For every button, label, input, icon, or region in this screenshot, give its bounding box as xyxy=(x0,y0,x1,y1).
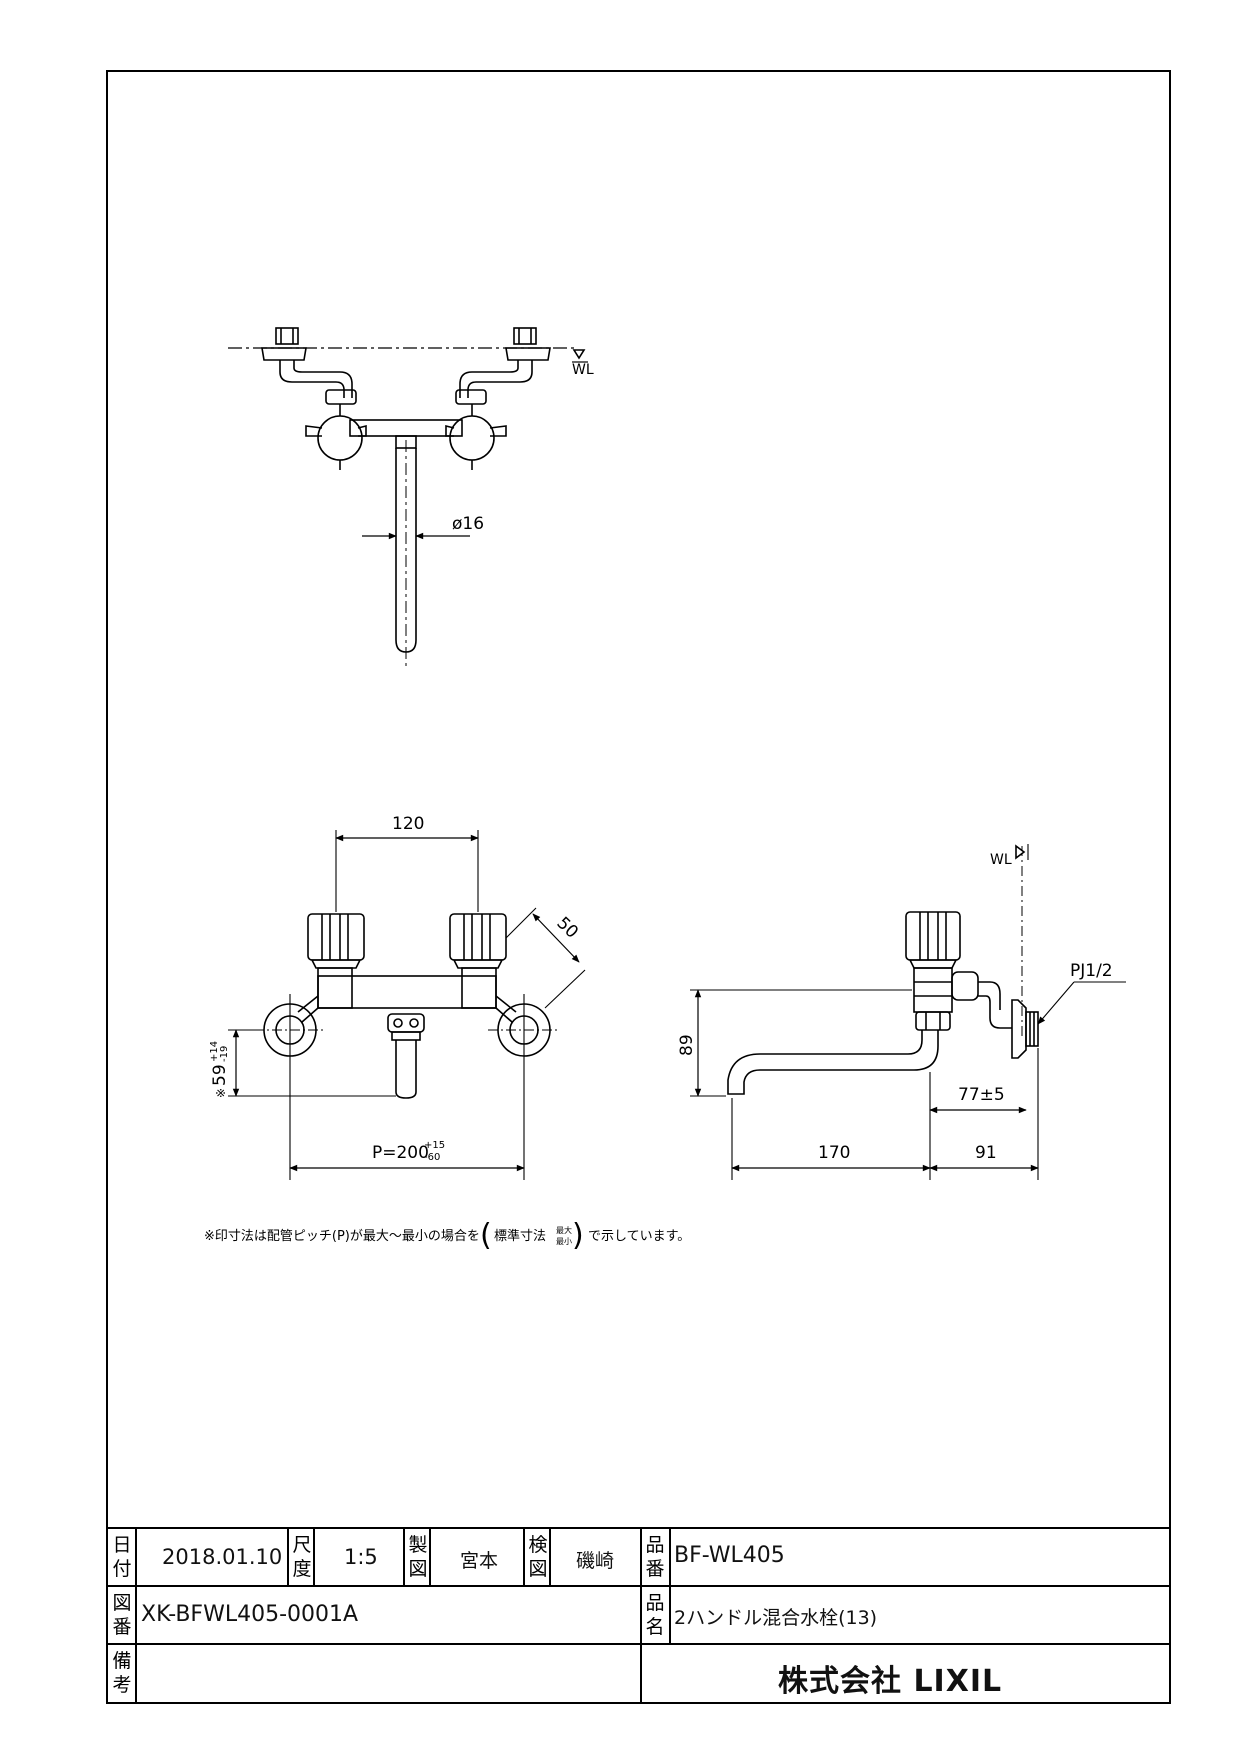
note-min: 最小 xyxy=(556,1237,572,1246)
part-no-value: BF-WL405 xyxy=(674,1543,785,1568)
note-part2: で示しています。 xyxy=(588,1229,690,1244)
wl-label-side: WL xyxy=(990,852,1012,868)
dim-59-tol-upper: +14 xyxy=(209,1041,220,1062)
dim-91: 91 xyxy=(975,1143,997,1163)
date-value: 2018.01.10 xyxy=(162,1545,283,1569)
dimension-note: ※印寸法は配管ピッチ(P)が最大～最小の場合を ( 標準寸法 最大 最小 ) で… xyxy=(204,1218,690,1253)
sheet-frame xyxy=(106,70,1171,1704)
wl-label-top: WL xyxy=(572,362,594,378)
company-logo: 株式会社 LIXIL xyxy=(778,1664,1003,1699)
scale-value: 1:5 xyxy=(344,1545,378,1569)
side-view xyxy=(690,844,1126,1180)
dim-89: 89 xyxy=(677,1034,697,1056)
front-view xyxy=(228,830,586,1180)
dia-label: ø16 xyxy=(452,514,484,534)
dim-59-mark: ※ xyxy=(214,1088,228,1098)
note-part1: ※印寸法は配管ピッチ(P)が最大～最小の場合を xyxy=(204,1229,480,1244)
dim-59-tol-lower: -19 xyxy=(219,1046,230,1062)
wl-mark-top xyxy=(572,349,586,360)
dim-77: 77±5 xyxy=(958,1085,1005,1105)
part-name-label: 品名 xyxy=(645,1592,665,1638)
note-max: 最大 xyxy=(556,1225,572,1235)
remarks-label: 備考 xyxy=(112,1650,132,1696)
dim-p-main: P=200 xyxy=(372,1143,429,1163)
drawn-by: 宮本 xyxy=(460,1550,499,1572)
part-no-label: 品番 xyxy=(645,1534,665,1580)
checked-label: 検図 xyxy=(528,1534,548,1580)
checked-by: 磯崎 xyxy=(576,1550,615,1572)
scale-label: 尺度 xyxy=(292,1534,312,1580)
pj-label: PJ1/2 xyxy=(1070,961,1113,981)
dim-59-value: 59 xyxy=(210,1064,230,1086)
note-inner: 標準寸法 xyxy=(494,1228,546,1244)
dim-p-tol-upper: +15 xyxy=(424,1140,445,1151)
dim-p: P=200 +15 -60 xyxy=(372,1140,445,1163)
drawn-label: 製図 xyxy=(408,1534,428,1580)
dim-59: ※ 59 +14 -19 xyxy=(209,1041,230,1098)
dim-120: 120 xyxy=(392,814,424,834)
part-name-value: 2ハンドル混合水栓(13) xyxy=(674,1607,878,1629)
drawing-no-value: XK-BFWL405-0001A xyxy=(141,1602,359,1627)
note-paren-open: ( xyxy=(480,1218,492,1253)
dim-170: 170 xyxy=(818,1143,850,1163)
note-paren-close: ) xyxy=(572,1218,584,1253)
top-view xyxy=(228,327,588,666)
dim-p-tol-lower: -60 xyxy=(424,1152,440,1163)
title-block-grid xyxy=(107,1527,1170,1703)
date-label: 日付 xyxy=(112,1534,132,1580)
drawing-no-label: 図番 xyxy=(112,1592,132,1638)
wl-mark-side xyxy=(1015,844,1026,860)
